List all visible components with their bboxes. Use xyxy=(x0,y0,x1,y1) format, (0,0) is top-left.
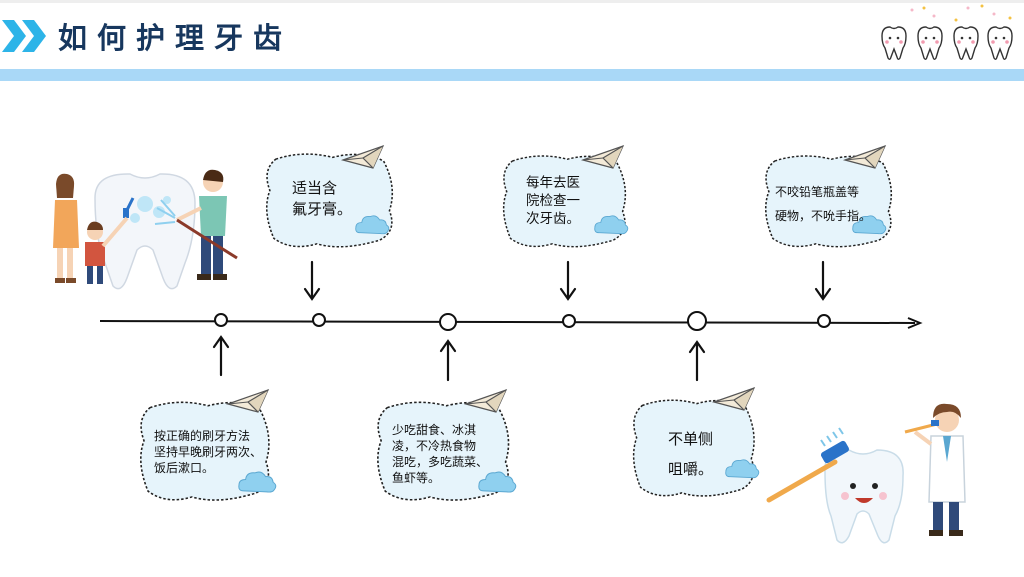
note-line: 不单侧 xyxy=(668,430,714,448)
note-line: 坚持早晚刷牙两次、 xyxy=(154,445,263,459)
note-line: 鱼虾等。 xyxy=(392,471,441,485)
page-title: 如何护理牙齿 xyxy=(58,21,293,55)
note-line: 凌，不冷热食物 xyxy=(392,439,477,453)
note-line: 饭后漱口。 xyxy=(154,461,215,475)
note-text-top-3: 不咬铅笔瓶盖等 硬物，不吮手指。 xyxy=(775,180,871,228)
note-line: 不咬铅笔瓶盖等 xyxy=(775,185,860,199)
note-line: 每年去医 xyxy=(526,175,580,191)
timeline-nodes xyxy=(214,311,831,331)
note-line: 混吃，多吃蔬菜、 xyxy=(392,455,489,469)
family-cleaning-tooth-icon xyxy=(53,169,238,290)
note-text-top-2: 每年去医 院检查一 次牙齿。 xyxy=(526,174,580,228)
note-line: 硬物，不吮手指。 xyxy=(775,209,872,223)
note-text-bottom-3: 不单侧 咀嚼。 xyxy=(668,424,713,484)
note-text-bottom-1: 按正确的刷牙方法 坚持早晚刷牙两次、 饭后漱口。 xyxy=(154,428,262,476)
note-line: 氟牙膏。 xyxy=(292,200,353,218)
note-line: 适当含 xyxy=(292,179,338,197)
header-band xyxy=(0,69,1024,81)
cartoon-teeth-icon xyxy=(881,4,1013,60)
double-chevron-icon xyxy=(2,20,46,52)
note-line: 次牙齿。 xyxy=(526,211,580,227)
note-line: 院检查一 xyxy=(526,193,580,209)
note-line: 按正确的刷牙方法 xyxy=(154,429,251,443)
hand-drawn-arrow-icon xyxy=(212,260,832,382)
note-line: 咀嚼。 xyxy=(668,460,714,478)
note-text-bottom-2: 少吃甜食、冰淇 凌，不冷热食物 混吃，多吃蔬菜、 鱼虾等。 xyxy=(392,422,488,486)
dentist-with-toothbrush-icon xyxy=(766,403,966,544)
top-border xyxy=(0,0,1024,3)
note-line: 少吃甜食、冰淇 xyxy=(392,423,477,437)
note-text-top-1: 适当含 氟牙膏。 xyxy=(292,178,352,220)
timeline-line xyxy=(99,317,923,329)
